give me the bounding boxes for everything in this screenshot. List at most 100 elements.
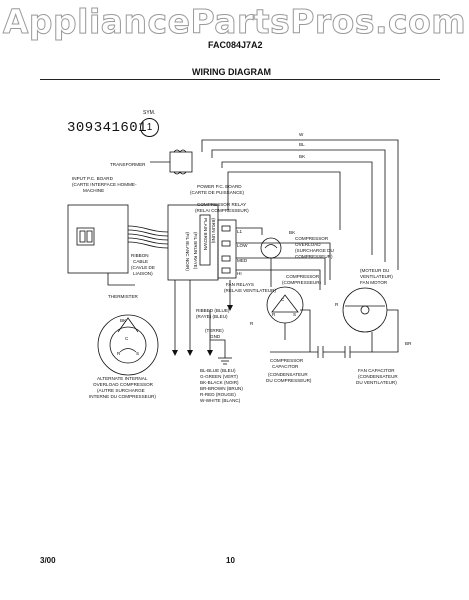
overload-label-4: COMPRESSEUR) xyxy=(295,254,333,259)
wire-low xyxy=(236,242,331,280)
ribbon-cable-label-2: CABLE xyxy=(133,259,148,264)
transformer-symbol xyxy=(150,149,193,175)
wire-l1 xyxy=(236,227,263,235)
footer-page-number: 10 xyxy=(226,556,235,565)
alt-overload-label-3: (AUTRE SURCHARGE xyxy=(97,388,145,393)
thermistor-lead xyxy=(107,273,135,286)
diagram-labels: TRANSFORMER INPUT P.C. BOARD (CARTE INTE… xyxy=(72,132,412,403)
ribbon-cable-label-3: (CAVLE DE xyxy=(131,265,155,270)
compressor-label-2: (COMPRESSEUR) xyxy=(282,280,322,285)
alt-overload-label-2: OVERLOAD COMPRESSOR xyxy=(93,382,154,387)
symbol-label: SYM. xyxy=(143,110,156,116)
comp-cap-label-1: COMPRESSOR xyxy=(270,358,304,363)
relay-side-label-3: (FIL BRUN RAYE) xyxy=(193,232,198,270)
wire-blue xyxy=(211,149,386,262)
ribbon-cable xyxy=(127,225,169,249)
legend-green: G-GREEN (VERT) xyxy=(200,374,238,379)
wire-hi xyxy=(236,269,321,290)
wire-label-bl: BL xyxy=(299,142,305,147)
alt-terminal-c: C xyxy=(125,336,129,341)
power-board xyxy=(167,204,219,281)
power-board-label-2: (CARTE DE PUISSANCE) xyxy=(190,190,244,195)
ribbed-label-2: (RAYE) (BLEU) xyxy=(196,314,228,319)
fan-motor-label-1: (MOTEUR DU xyxy=(360,268,389,273)
title-divider xyxy=(40,79,440,80)
wire-label-w: W xyxy=(299,132,304,137)
footer-date: 3/00 xyxy=(40,556,56,565)
compressor-label-1: COMPRESSOR xyxy=(286,274,320,279)
input-board-label-3: MACHINE xyxy=(83,188,104,193)
comp-cap-label-4: DU COMPRESSEUR) xyxy=(266,378,312,383)
fan-capacitor xyxy=(344,332,373,358)
wire-black-2 xyxy=(227,171,341,230)
legend-white: W-WHITE (BLANC) xyxy=(200,398,241,403)
relay-side-label-2: (BRUN UNI) xyxy=(211,218,216,244)
wire-compressor-to-cap xyxy=(284,309,311,352)
terminal-s: S xyxy=(293,312,296,317)
thermistor-label: THERMISTER xyxy=(108,294,139,299)
wire-black xyxy=(221,161,373,255)
compressor-overload xyxy=(260,237,282,259)
relay-side-label-4: (FIL BLANC NOIR) xyxy=(185,232,190,271)
input-board xyxy=(67,204,129,274)
wire-label-bk: BK xyxy=(299,154,306,159)
fan-cap-label-2: (CONDENSATEUR xyxy=(358,374,398,379)
relay-hi-label: HI xyxy=(237,271,242,276)
terminal-c: C xyxy=(281,297,285,302)
relay-med-label: MED xyxy=(237,258,248,263)
fan-relays-label-1: FAN RELAYS xyxy=(226,282,254,287)
power-board-label-1: POWER P.C. BOARD xyxy=(197,184,242,189)
ribbed-label-1: RIBBED (BLUE) xyxy=(196,308,230,313)
input-board-label-1: INPUT P.C. BOARD xyxy=(72,176,114,181)
part-number: 309341601 xyxy=(67,120,148,136)
comp-cap-label-3: (CONDENSATEUR xyxy=(268,372,308,377)
ribbon-cable-label-1: RIBBON xyxy=(131,253,149,258)
alt-terminal-r: R xyxy=(117,351,121,356)
overload-label-3: (SURCHARGE DU xyxy=(295,248,334,253)
input-board-label-2: (CARTE INTERFACE HOMME- xyxy=(72,182,137,187)
legend-brown: BR-BROWN (BRUN) xyxy=(200,386,243,391)
relay-side-label-1: PLAIN BROWN xyxy=(203,218,208,250)
legend-red: R-RED (ROUGE) xyxy=(200,392,236,397)
model-number: FAC084J7A2 xyxy=(208,40,263,50)
alt-overload-label-4: INTERNE DU COMPRESSEUR) xyxy=(89,394,156,399)
alternate-overload xyxy=(97,314,159,376)
fan-relays-label-2: (RELAIS VENTILATEUR) xyxy=(224,288,276,293)
wire-white xyxy=(201,139,399,270)
alt-wire-label-bk: BK xyxy=(120,318,127,323)
relay-l1-label: L1 xyxy=(237,229,243,234)
alt-overload-label-1: ALTERNATE INTERNAL xyxy=(97,376,148,381)
overload-label-1: COMPRESSOR xyxy=(295,236,329,241)
overload-label-2: OVERLOAD xyxy=(295,242,321,247)
fan-motor-label-2: VENTILATEUR) xyxy=(360,274,393,279)
terminal-r: R xyxy=(272,312,276,317)
symbol-number: 1 xyxy=(140,118,159,137)
alt-terminal-s: S xyxy=(136,351,139,356)
fan-cap-label-1: FAN CAPACITOR xyxy=(358,368,395,373)
fan-cap-label-3: DU VENTILATEUR) xyxy=(356,380,397,385)
ground-label-1: (TERRE) xyxy=(205,328,224,333)
wire-label-bk-2: BK xyxy=(289,230,296,235)
ground-symbol xyxy=(210,339,232,365)
compressor-capacitor xyxy=(270,346,345,358)
ground-label-2: GND xyxy=(210,334,221,339)
wire-label-r-2: R xyxy=(335,302,339,307)
wire-label-r: R xyxy=(250,321,254,326)
wire-med xyxy=(236,257,326,285)
ribbon-cable-label-4: LIAISON) xyxy=(133,271,153,276)
compressor-relay-label-2: (RELAI COMPRESSEUR) xyxy=(195,208,249,213)
wire-label-br: BR xyxy=(405,341,412,346)
fan-motor-label-3: FAN MOTOR xyxy=(360,280,388,285)
page-title: WIRING DIAGRAM xyxy=(192,67,271,77)
relay-block xyxy=(217,219,237,279)
fan-motor-symbol xyxy=(342,287,388,333)
relay-low-label: LOW xyxy=(237,243,248,248)
arrow-heads xyxy=(172,305,233,356)
wire-fan-to-cap xyxy=(372,309,399,353)
legend-blue: BL-BLUE (BLEU) xyxy=(200,368,236,373)
transformer-label: TRANSFORMER xyxy=(110,162,146,167)
legend-black: BK-BLACK (NOIR) xyxy=(200,380,239,385)
comp-cap-label-2: CAPACITOR xyxy=(272,364,299,369)
compressor-relay-label-1: COMPRESSOR RELAY xyxy=(197,202,246,207)
